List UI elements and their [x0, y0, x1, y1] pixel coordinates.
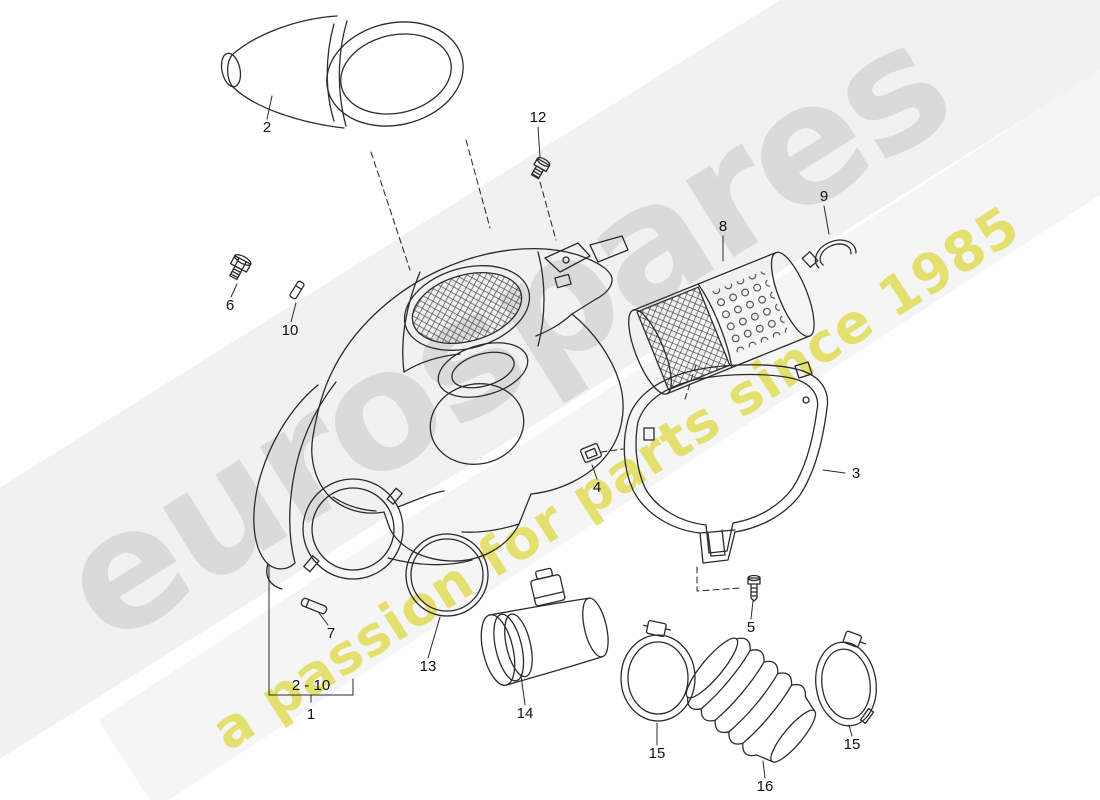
exploded-drawing [220, 15, 877, 779]
callout-16: 16 [757, 778, 774, 795]
callout-2: 2 [263, 119, 271, 136]
air-cleaner-housing [253, 235, 629, 590]
callout-10: 10 [282, 322, 299, 339]
callout-12: 12 [530, 109, 547, 126]
mass-air-flow-sensor [480, 567, 609, 686]
callout-3: 3 [852, 465, 860, 482]
callout-1: 1 [307, 706, 315, 723]
air-hose-part-16 [685, 637, 817, 763]
hose-clamp-right-part-15 [815, 630, 877, 727]
watermark-band [0, 0, 1100, 759]
intake-duct [220, 15, 464, 129]
pin-part-10 [289, 280, 305, 300]
clamp-bracket-part-9 [801, 239, 857, 269]
leader-lines [230, 95, 853, 779]
retaining-clip-part-4 [579, 443, 603, 463]
callout-15-right: 15 [844, 736, 861, 753]
callout-7: 7 [327, 625, 335, 642]
callout-8: 8 [719, 218, 727, 235]
watermark-band-light [98, 39, 1100, 800]
air-cleaner-cover [623, 361, 829, 564]
callout-4: 4 [593, 479, 601, 496]
part-callouts: 2 12 9 8 6 10 4 3 5 7 13 14 15 16 15 2 -… [226, 109, 861, 795]
callout-range-2-10: 2 - 10 [292, 677, 330, 694]
screw-part-5 [747, 574, 761, 602]
o-ring-seal-part-13 [405, 533, 489, 617]
callout-15-left: 15 [649, 745, 666, 762]
screw-part-12 [530, 156, 551, 180]
callout-9: 9 [820, 188, 828, 205]
callout-14: 14 [517, 705, 534, 722]
hose-clamp-left-part-15 [620, 620, 696, 722]
pin-part-7 [300, 597, 328, 615]
callout-6: 6 [226, 297, 234, 314]
bolt-part-6 [229, 254, 252, 281]
air-filter-element [628, 251, 815, 395]
callout-13: 13 [420, 658, 437, 675]
callout-5: 5 [747, 619, 755, 636]
